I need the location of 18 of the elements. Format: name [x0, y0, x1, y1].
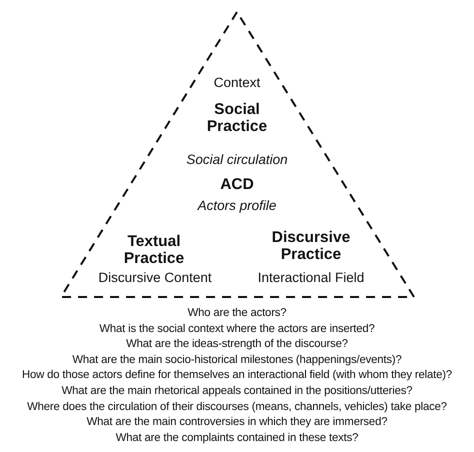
social-practice-heading: Social Practice: [206, 101, 268, 136]
discursive-content-text: Discursive Content: [98, 271, 212, 286]
question-text: Where does the circulation of their discourses (means, channels, vehicles) take place?: [26, 400, 448, 415]
question-text: What are the ideas-strength of the discourse?: [125, 337, 349, 352]
interactional-field-text: Interactional Field: [258, 271, 364, 286]
question-text: What are the complaints contained in these texts?: [114, 430, 360, 446]
acd-heading: ACD: [220, 176, 254, 194]
question-text: Who are the actors?: [186, 306, 288, 321]
question-text: What are the main socio-historical milestones (happenings/events)?: [71, 352, 403, 368]
question-text: What are the main rhetorical appeals contained in the positions/utteries?: [60, 384, 414, 399]
question-text: What is the social context where the actors are inserted?: [98, 322, 376, 337]
question-text: How do those actors define for themselves an interactional field (with whom they relate)?: [21, 368, 453, 384]
textual-practice-heading: Textual Practice: [122, 233, 186, 268]
context-text: Context: [214, 76, 260, 91]
social-circulation-text: Social circulation: [186, 153, 288, 168]
actors-profile-text: Actors profile: [198, 199, 276, 214]
question-text: What are the main controversies in which they are immersed?: [86, 415, 388, 430]
discursive-practice-heading: Discursive Practice: [270, 229, 352, 264]
